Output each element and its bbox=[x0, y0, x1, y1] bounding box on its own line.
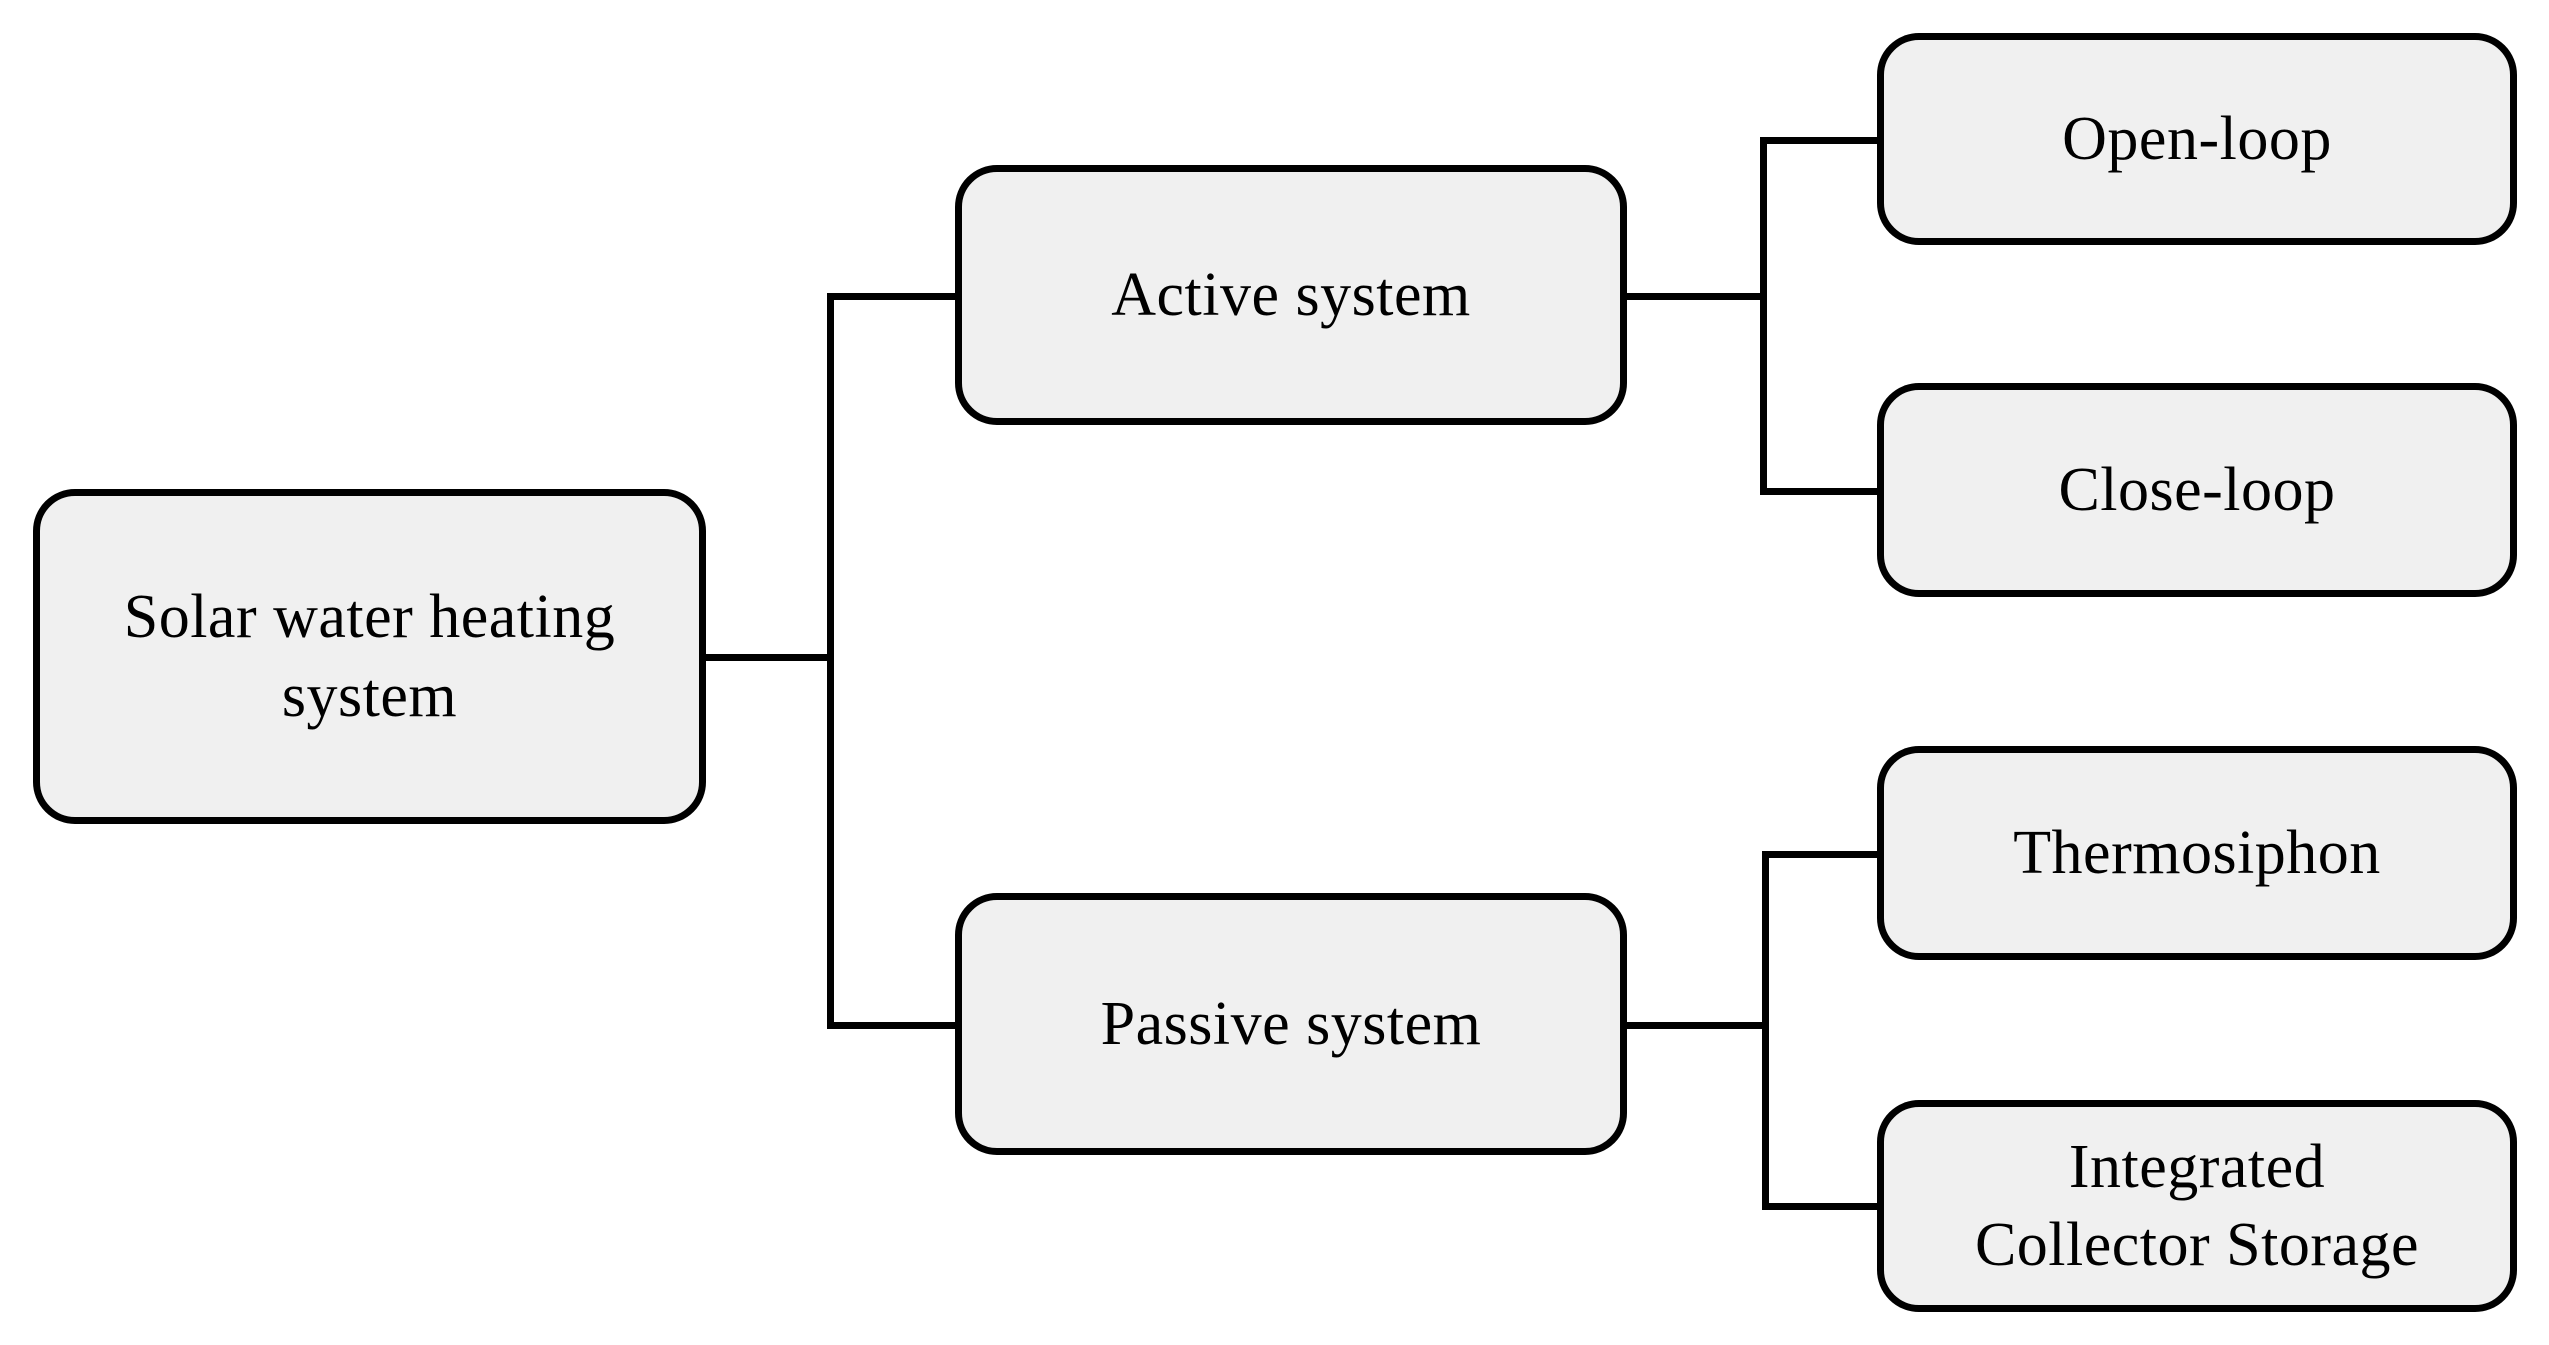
node-open-loop-label: Open-loop bbox=[2062, 104, 2332, 173]
connector-root-to-trunk bbox=[703, 654, 834, 661]
node-passive-system: Passive system bbox=[955, 893, 1627, 1155]
node-open-loop: Open-loop bbox=[1877, 33, 2517, 245]
node-close-loop: Close-loop bbox=[1877, 383, 2517, 597]
node-integrated-collector-storage-label: Integrated Collector Storage bbox=[1974, 1132, 2420, 1279]
node-close-loop-label: Close-loop bbox=[2058, 455, 2336, 524]
connector-trunk-to-passive bbox=[834, 1022, 955, 1029]
connector-trunk-to-active bbox=[834, 293, 955, 300]
node-solar-water-heating-system: Solar water heating system bbox=[33, 489, 706, 824]
node-solar-water-heating-system-label: Solar water heating system bbox=[123, 583, 616, 730]
connector-passive-to-trunk bbox=[1625, 1022, 1769, 1029]
node-active-system: Active system bbox=[955, 165, 1627, 425]
node-thermosiphon-label: Thermosiphon bbox=[2013, 818, 2381, 887]
connector-trunk-root-children bbox=[827, 293, 834, 1029]
node-thermosiphon: Thermosiphon bbox=[1877, 746, 2517, 960]
connector-trunk-to-close-loop bbox=[1767, 488, 1877, 495]
node-passive-system-label: Passive system bbox=[1100, 989, 1482, 1058]
node-active-system-label: Active system bbox=[1111, 260, 1471, 329]
connector-trunk-passive-children bbox=[1762, 851, 1769, 1210]
connector-trunk-active-children bbox=[1760, 137, 1767, 495]
node-integrated-collector-storage: Integrated Collector Storage bbox=[1877, 1100, 2517, 1312]
connector-trunk-to-thermosiphon bbox=[1769, 851, 1877, 858]
connector-trunk-to-open-loop bbox=[1767, 137, 1877, 144]
connector-trunk-to-ics bbox=[1769, 1203, 1877, 1210]
connector-active-to-trunk bbox=[1625, 293, 1767, 300]
